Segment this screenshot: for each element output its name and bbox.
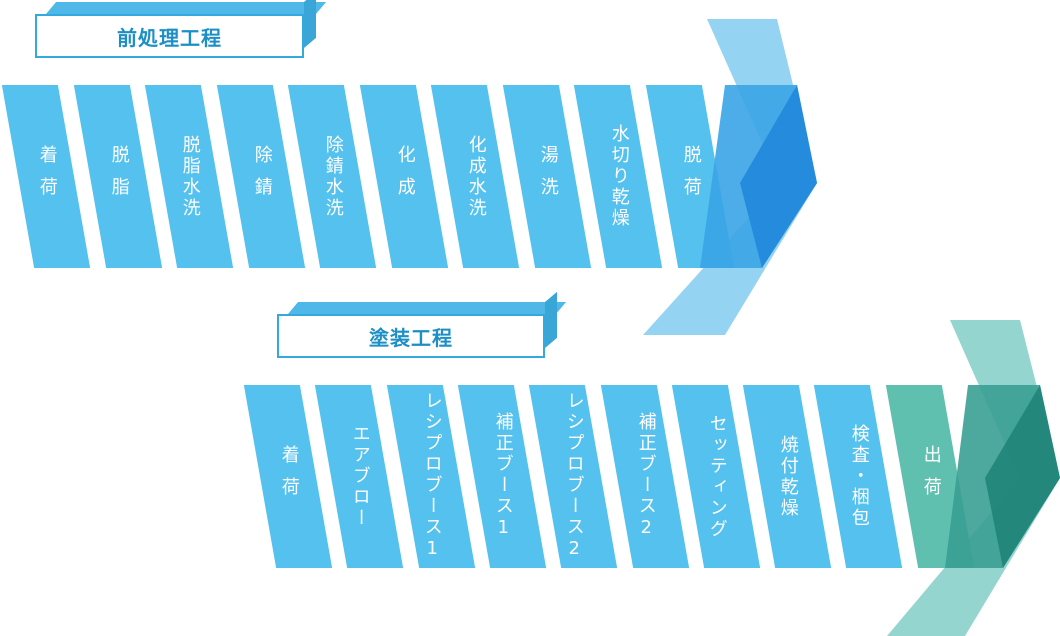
section-title-coating: 塗装工程 — [277, 314, 545, 358]
arrow-tip-dark — [985, 385, 1060, 568]
section-title-pretreatment: 前処理工程 — [35, 14, 304, 58]
section-title-text: 前処理工程 — [117, 25, 222, 50]
section-title-text: 塗装工程 — [369, 325, 453, 350]
arrow-tip-dark — [740, 85, 817, 268]
